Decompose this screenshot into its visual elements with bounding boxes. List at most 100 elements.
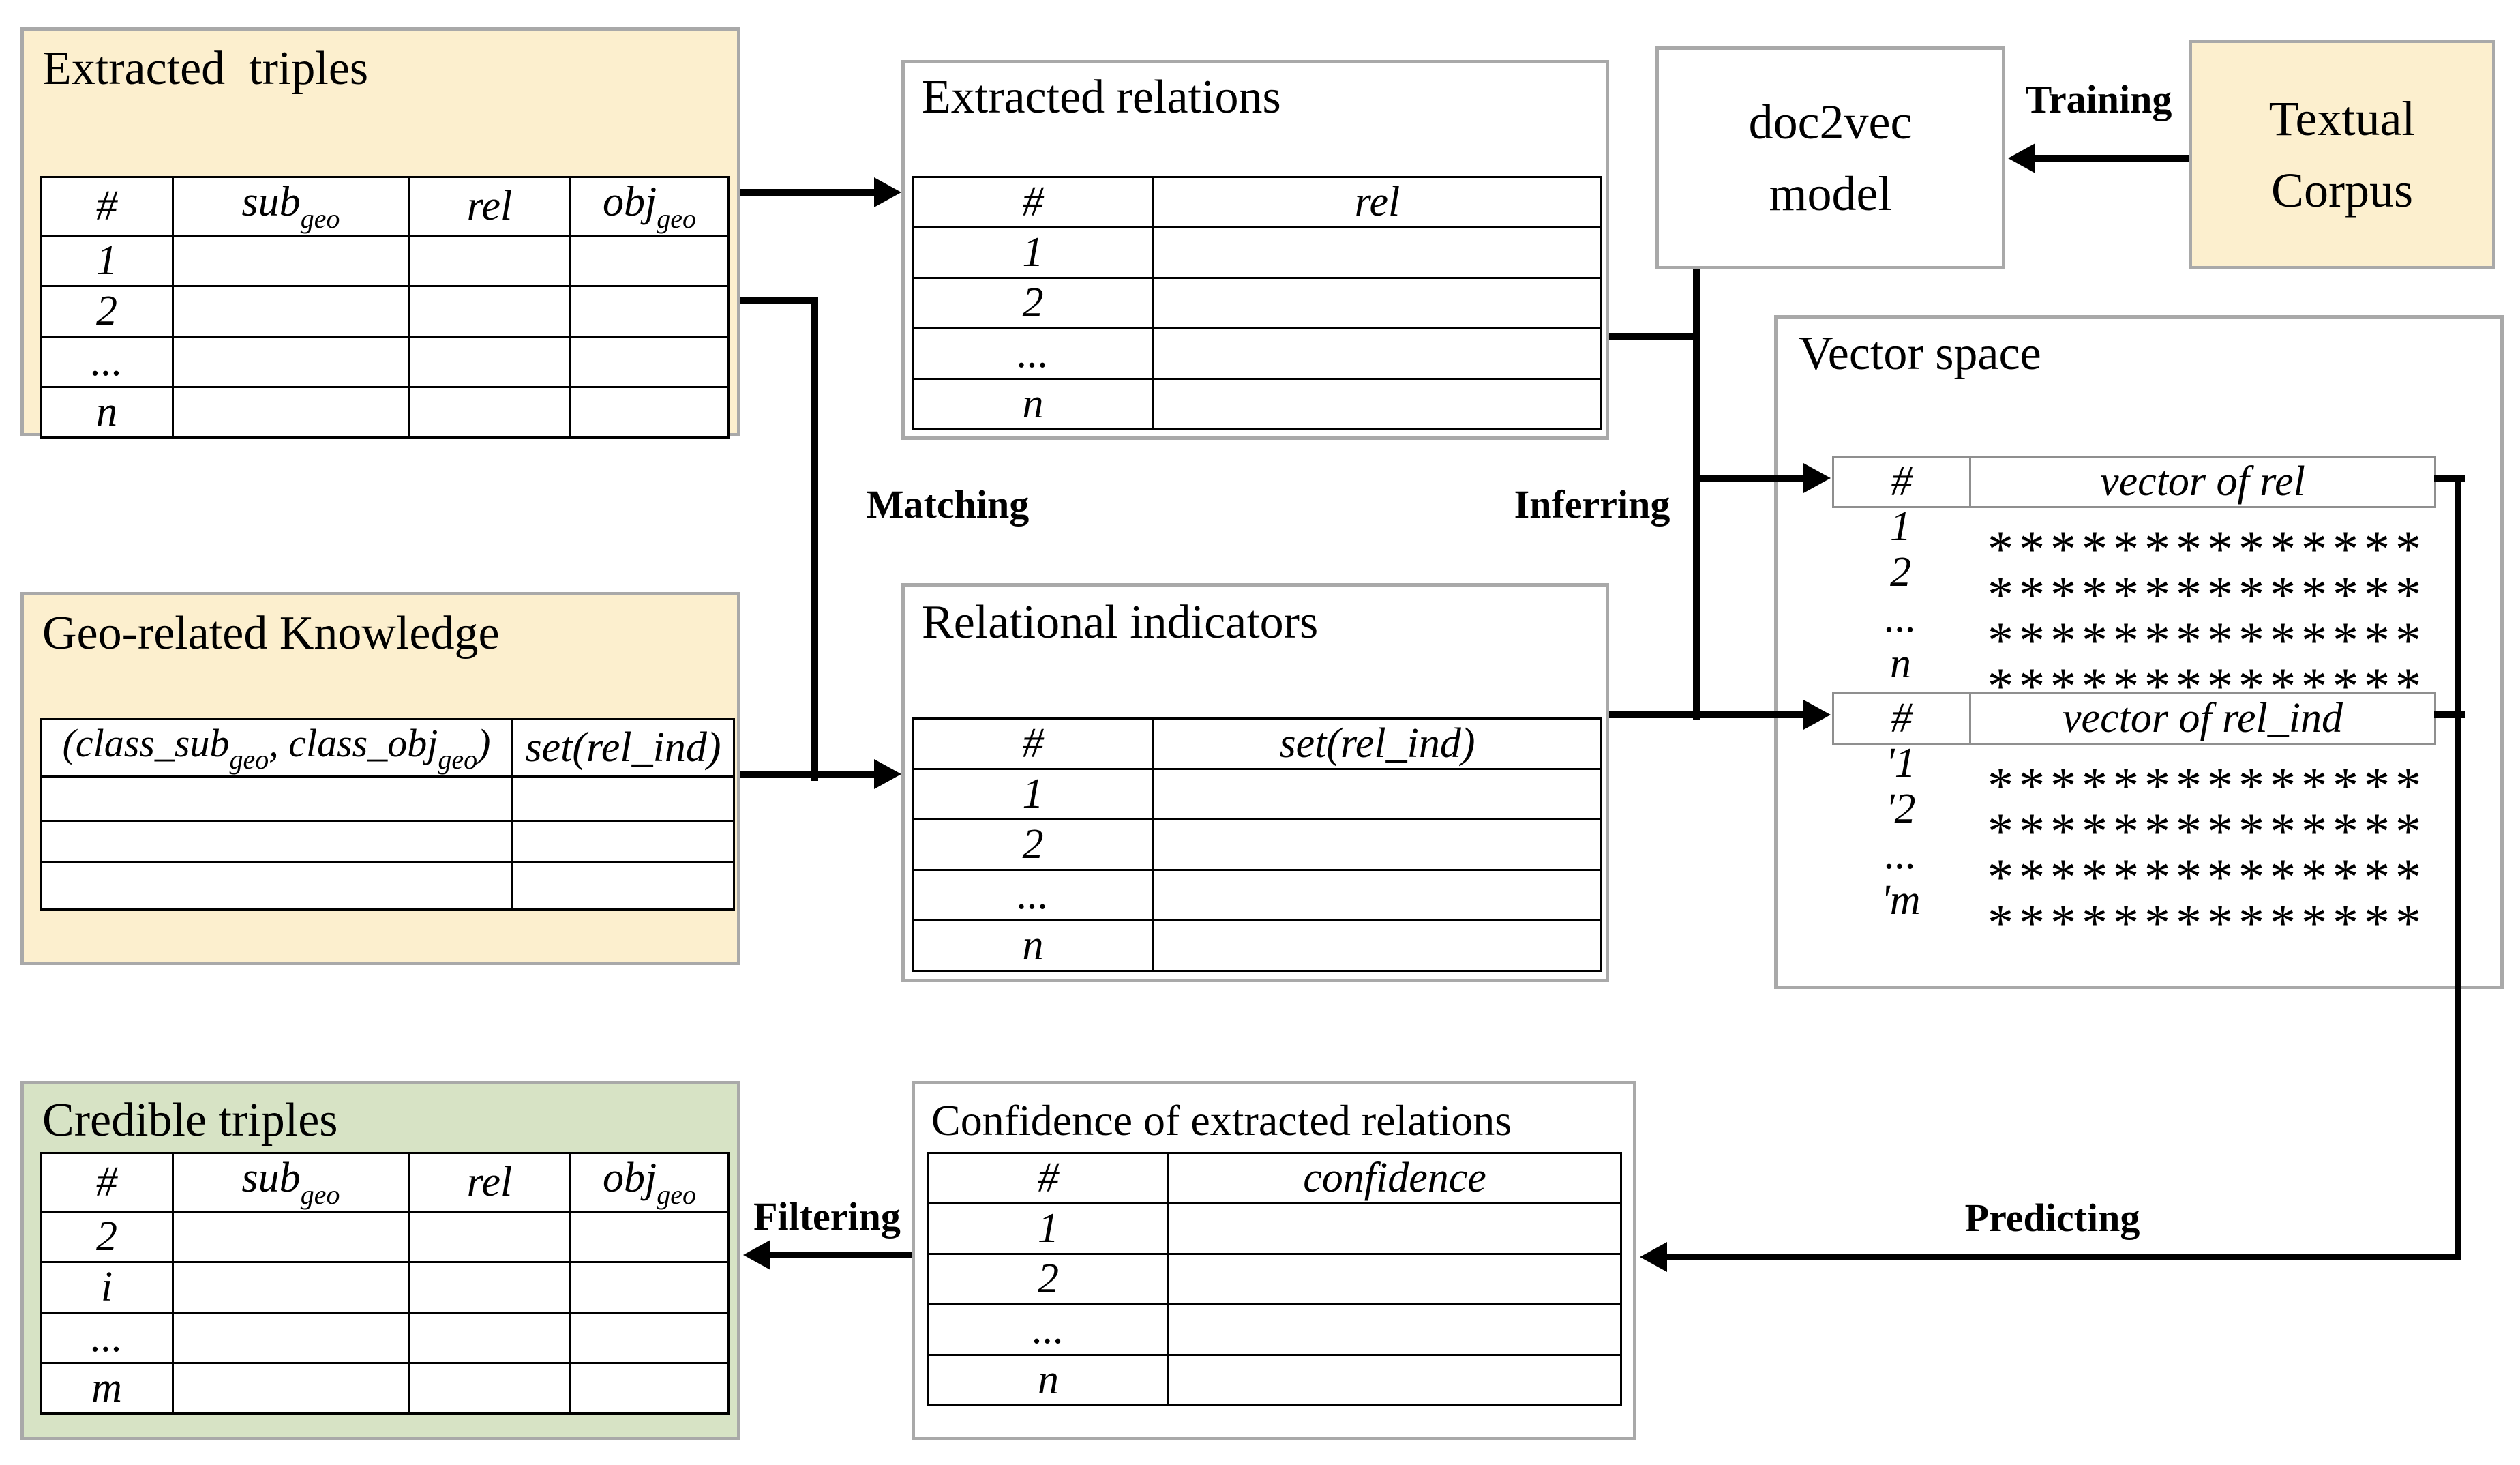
- table-row: [40, 820, 735, 863]
- triples-to-relations-line: [740, 189, 877, 196]
- col-obj-geo: objgeo: [569, 176, 730, 237]
- col-rel: rel: [408, 1152, 571, 1213]
- training-line: [2032, 155, 2189, 162]
- vector-values: **************: [1987, 566, 2427, 624]
- col-vector-of-rel: vector of rel: [1969, 456, 2436, 508]
- vector-rel-to-predicting-line: [2434, 475, 2465, 482]
- vector-rel-row-label: ...: [1885, 594, 1917, 641]
- vector-rel-ind-row-label: '1: [1885, 739, 1916, 786]
- row-label: 1: [912, 768, 1154, 820]
- row-label: 2: [40, 1211, 174, 1263]
- triples-to-relations-arrowhead-icon: [874, 177, 901, 207]
- vector-values: **************: [1987, 757, 2427, 815]
- row-label: 1: [927, 1202, 1169, 1255]
- vector-rel-ind-header: # vector of rel_ind: [1832, 692, 2436, 745]
- table-header-row: (class_subgeo, class_objgeo) set(rel_ind…: [40, 718, 735, 778]
- row-label: n: [927, 1354, 1169, 1406]
- relational-indicators-title: Relational indicators: [922, 596, 1319, 649]
- matching-horizontal-line: [740, 297, 818, 304]
- table-row: ...: [927, 1303, 1622, 1356]
- table-row: 1: [912, 768, 1602, 820]
- table-row: 2: [40, 285, 730, 338]
- row-label: 1: [40, 235, 174, 287]
- table-row: n: [40, 386, 730, 439]
- vector-values: **************: [1987, 848, 2427, 906]
- col-obj-geo: objgeo: [569, 1152, 730, 1213]
- predicting-vertical-line: [2455, 475, 2461, 1260]
- table-row: ...: [40, 1312, 730, 1364]
- vector-rel-ind-row-label: ...: [1885, 831, 1917, 878]
- vector-space-title: Vector space: [1799, 327, 2041, 380]
- row-label: 2: [927, 1253, 1169, 1305]
- col-rel: rel: [408, 176, 571, 237]
- vector-rel-header: # vector of rel: [1832, 456, 2436, 508]
- extracted-triples-table: # subgeo rel objgeo 1 2 ... n: [40, 176, 730, 439]
- geo-knowledge-table: (class_subgeo, class_objgeo) set(rel_ind…: [40, 718, 735, 911]
- table-header-row: # set(rel_ind): [912, 717, 1602, 770]
- table-row: 1: [912, 226, 1602, 279]
- row-label: n: [912, 919, 1154, 972]
- table-row: ...: [912, 869, 1602, 921]
- confidence-title: Confidence of extracted relations: [931, 1096, 1512, 1144]
- predicting-label: Predicting: [1964, 1196, 2140, 1240]
- col-num: #: [1832, 456, 1971, 508]
- vector-rel-row-label: n: [1890, 640, 1911, 687]
- inferring-label: Inferring: [1514, 482, 1670, 527]
- vector-space-box: [1774, 315, 2504, 989]
- col-sub-geo: subgeo: [172, 1152, 410, 1213]
- row-label: i: [40, 1261, 174, 1314]
- table-row: i: [40, 1261, 730, 1314]
- row-label: ...: [912, 327, 1154, 380]
- row-label: ...: [927, 1303, 1169, 1356]
- filtering-arrowhead-icon: [743, 1240, 770, 1270]
- geo-to-relational-arrowhead-icon: [874, 759, 901, 789]
- col-num: #: [912, 176, 1154, 228]
- col-num: #: [912, 717, 1154, 770]
- table-row: 1: [927, 1202, 1622, 1255]
- predicting-arrowhead-icon: [1640, 1242, 1667, 1272]
- table-row: ...: [40, 336, 730, 388]
- col-class-pair: (class_subgeo, class_objgeo): [40, 718, 513, 778]
- table-row: 1: [40, 235, 730, 287]
- col-rel: rel: [1152, 176, 1602, 228]
- matching-vertical-line: [811, 297, 818, 781]
- inferring-vertical-line: [1693, 269, 1700, 720]
- row-label: 2: [912, 277, 1154, 329]
- credible-triples-table: # subgeo rel objgeo 2 i ... m: [40, 1152, 730, 1415]
- table-row: 2: [927, 1253, 1622, 1305]
- extracted-relations-table: # rel 1 2 ... n: [912, 176, 1602, 430]
- col-set-rel-ind: set(rel_ind): [511, 718, 735, 778]
- geo-to-relational-line: [740, 771, 877, 778]
- relational-to-vector-relind-line: [1609, 711, 1807, 718]
- table-header-row: # subgeo rel objgeo: [40, 1152, 730, 1213]
- vector-rel-row-label: 1: [1890, 503, 1911, 550]
- col-num: #: [927, 1152, 1169, 1204]
- table-row: n: [927, 1354, 1622, 1406]
- vector-values: **************: [1987, 803, 2427, 861]
- vector-values: **************: [1987, 894, 2427, 952]
- table-row: m: [40, 1362, 730, 1415]
- row-label: m: [40, 1362, 174, 1415]
- credible-triples-title: Credible triples: [42, 1094, 338, 1146]
- table-row: 2: [912, 277, 1602, 329]
- training-arrowhead-icon: [2008, 143, 2035, 173]
- col-num: #: [1832, 692, 1971, 745]
- predicting-horizontal-line: [1664, 1254, 2461, 1260]
- col-num: #: [40, 1152, 174, 1213]
- table-header-row: # subgeo rel objgeo: [40, 176, 730, 237]
- row-label: ...: [912, 869, 1154, 921]
- col-set-rel-ind: set(rel_ind): [1152, 717, 1602, 770]
- table-row: [40, 861, 735, 911]
- geo-knowledge-title: Geo-related Knowledge: [42, 607, 500, 660]
- table-row: n: [912, 378, 1602, 430]
- training-label: Training: [2025, 77, 2172, 121]
- filtering-label: Filtering: [753, 1194, 901, 1239]
- col-num: #: [40, 176, 174, 237]
- col-confidence: confidence: [1167, 1152, 1622, 1204]
- relational-indicators-table: # set(rel_ind) 1 2 ... n: [912, 717, 1602, 972]
- filtering-line: [768, 1252, 912, 1258]
- vector-relind-to-predicting-line: [2434, 711, 2465, 718]
